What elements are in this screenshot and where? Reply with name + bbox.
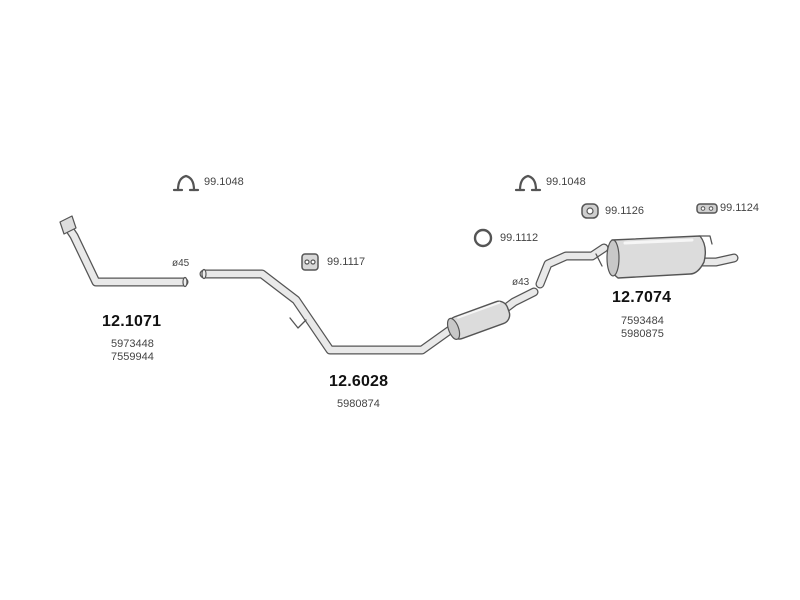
clamp-code: 99.1126: [605, 205, 644, 217]
oem-number: 7559944: [111, 351, 154, 363]
rear-silencer: [606, 235, 713, 279]
oem-numbers: 5980874: [337, 398, 380, 411]
oem-number: 7593484: [621, 315, 664, 327]
oem-numbers: 7593484 5980875: [621, 315, 664, 341]
diameter-label: ø45: [172, 258, 190, 269]
oem-number: 5980874: [337, 398, 380, 410]
part-number: 12.6028: [329, 373, 389, 390]
clamp-code: 99.1048: [204, 176, 244, 188]
hanger-icon-1126: [581, 203, 599, 219]
front-pipe: [59, 215, 189, 288]
middle-pipe: [199, 268, 539, 355]
hanger-icon-1124: [696, 203, 718, 214]
clamp-code: 99.1117: [327, 256, 366, 268]
oem-numbers: 5973448 7559944: [111, 338, 154, 364]
clamp-code: 99.1048: [546, 176, 586, 188]
clamp-icon-2: [514, 174, 542, 192]
hanger-icon-1117: [301, 253, 319, 271]
rear-pipe: [535, 243, 739, 289]
clamp-code: 99.1112: [500, 232, 539, 244]
middle-silencer: [446, 300, 511, 340]
part-number: 12.1071: [102, 313, 162, 330]
ring-icon-1112: [473, 228, 493, 248]
diameter-label: ø43: [512, 277, 530, 288]
part-number: 12.7074: [612, 289, 672, 306]
clamp-code: 99.1124: [720, 202, 759, 214]
oem-number: 5973448: [111, 338, 154, 350]
oem-number: 5980875: [621, 328, 664, 340]
clamp-icon-1: [172, 174, 200, 192]
